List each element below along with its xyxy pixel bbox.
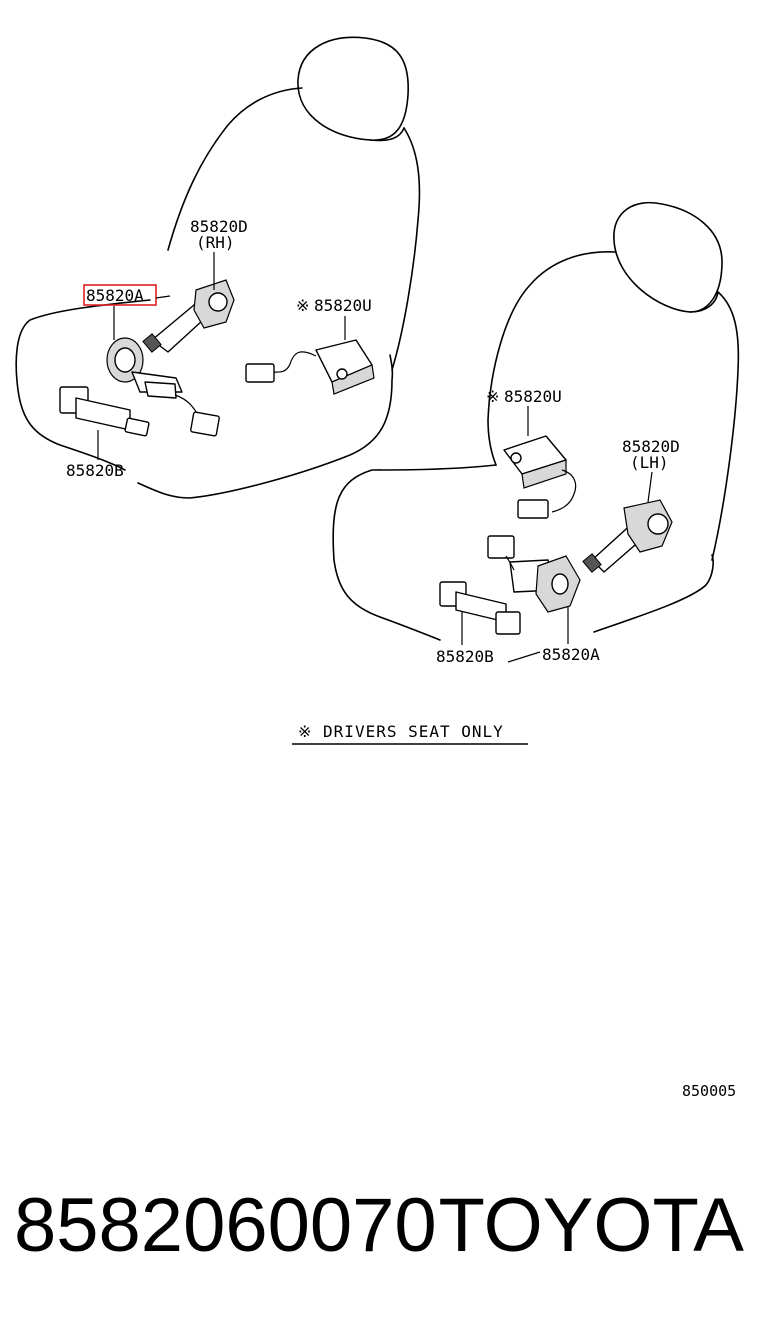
right-control-unit-marker: ※ xyxy=(486,387,499,406)
right-control-unit-callout: 85820U xyxy=(504,387,562,406)
figure-number: 850005 xyxy=(682,1082,736,1100)
right-lifter-callout: 85820A xyxy=(542,645,600,664)
right-control-unit xyxy=(503,435,577,519)
left-control-unit-marker: ※ xyxy=(296,296,309,315)
right-slide-motor xyxy=(439,581,521,635)
left-control-unit-callout: 85820U xyxy=(314,296,372,315)
left-lifter-callout-highlighted: 85820A xyxy=(86,286,144,305)
left-recliner-callout: 85820D xyxy=(190,217,248,236)
right-slide-motor-callout: 85820B xyxy=(436,647,494,666)
left-slide-motor-callout: 85820B xyxy=(66,461,124,480)
right-recliner-motor xyxy=(582,499,673,573)
right-recliner-callout: 85820D xyxy=(622,437,680,456)
right-seat-outline xyxy=(332,201,740,641)
highlight-box xyxy=(83,284,157,306)
left-seat-outline xyxy=(15,36,421,499)
right-lifter-motor xyxy=(487,535,581,613)
part-number: 8582060070 xyxy=(14,1183,437,1268)
left-slide-motor xyxy=(59,386,150,437)
brand-name: TOYOTA xyxy=(438,1183,744,1268)
left-control-unit xyxy=(245,339,375,395)
left-lifter-motor xyxy=(106,337,220,437)
left-recliner-motor xyxy=(142,279,235,353)
left-recliner-side-label: (RH) xyxy=(196,233,235,252)
right-recliner-side-label: (LH) xyxy=(630,453,669,472)
drivers-seat-note: ※ DRIVERS SEAT ONLY xyxy=(298,722,504,741)
